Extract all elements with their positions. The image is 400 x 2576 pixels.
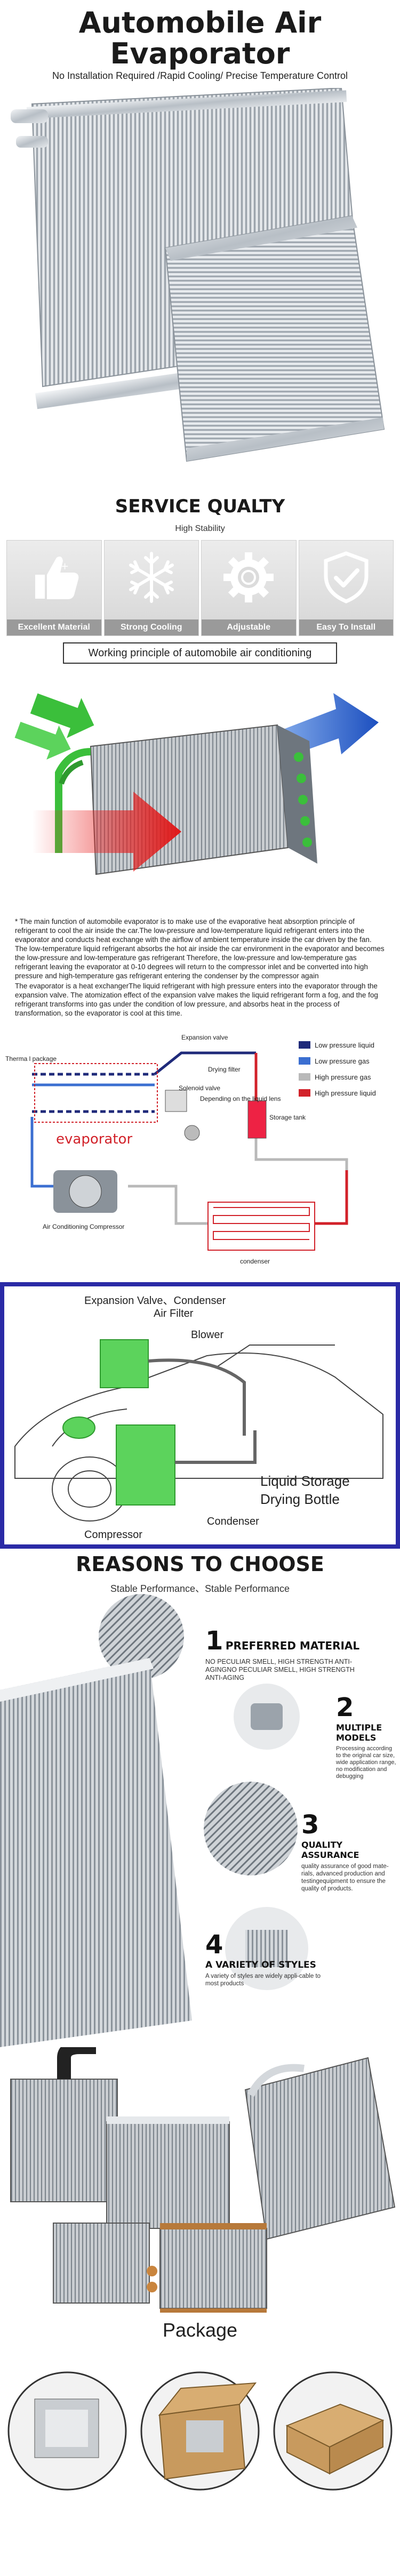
service-card-cooling: Strong Cooling <box>103 540 199 636</box>
evaporator-airflow-illustration <box>14 693 379 875</box>
package-photo-closed-box <box>273 2371 393 2491</box>
liquid-storage-label: Liquid Storage <box>260 1473 350 1489</box>
package-photo-open-box <box>140 2371 260 2491</box>
liquid-lens-label: Depending on the liquid lens <box>200 1095 281 1102</box>
service-card-install: Easy To Install <box>298 540 394 636</box>
service-card-label: Excellent Material <box>7 619 101 635</box>
storage-tank-label: Storage tank <box>269 1114 306 1121</box>
service-card-label: Easy To Install <box>299 619 393 635</box>
package-photos <box>5 2356 395 2506</box>
legend-item: High pressure gas <box>299 1069 400 1085</box>
thermal-package-label: Therma l package <box>5 1055 57 1062</box>
reason-body: NO PECULIAR SMELL, HIGH STRENGTH ANTI-AG… <box>205 1658 355 1681</box>
legend-swatch <box>299 1041 310 1049</box>
reason-heading: QUALITY ASSURANCE <box>301 1840 359 1860</box>
car-ac-layout-section: Expansion Valve、Condenser Air Filter Blo… <box>0 1282 400 1549</box>
expansion-valve-label: Expansion valve <box>181 1034 228 1041</box>
hero-title: Automobile Air Evaporator <box>0 7 400 69</box>
solenoid-valve-label: Solenoid valve <box>179 1084 220 1092</box>
pressure-legend: Low pressure liquid Low pressure gas Hig… <box>299 1037 400 1101</box>
svg-text:+: + <box>61 561 69 572</box>
legend-item: High pressure liquid <box>299 1085 400 1101</box>
legend-label: High pressure gas <box>315 1073 371 1081</box>
service-subtitle: High Stability <box>175 524 225 533</box>
gear-icon <box>223 552 274 602</box>
compressor-part-label: Compressor <box>84 1529 142 1541</box>
refrigeration-cycle-diagram: evaporator Expansion valve Drying filter… <box>5 1034 348 1265</box>
evaporator-label: evaporator <box>56 1131 132 1147</box>
hero-section: Automobile Air Evaporator No Installatio… <box>0 0 400 480</box>
service-card-label: Strong Cooling <box>104 619 198 635</box>
reasons-subtitle: Stable Performance、Stable Performance <box>110 1583 290 1594</box>
blower-label: Blower <box>191 1329 224 1341</box>
reason-item-3: 3 QUALITY ASSURANCE quality assurance of… <box>301 1810 397 1893</box>
package-photo-wrapped <box>7 2371 127 2491</box>
service-title: SERVICE QUALTY <box>115 496 285 517</box>
reason-number: 1 <box>205 1626 223 1656</box>
condenser-part-label: Condenser <box>207 1516 259 1527</box>
product-variants-image <box>10 2047 396 2313</box>
reason-heading: MULTIPLE MODELS <box>336 1722 382 1743</box>
legend-label: High pressure liquid <box>315 1089 376 1097</box>
working-principle-heading: Working principle of automobile air cond… <box>63 642 337 664</box>
reason-body: A variety of styles are widely appli-cab… <box>205 1973 321 1987</box>
service-quality-section: SERVICE QUALTY High Stability + Excellen… <box>0 482 400 664</box>
shield-check-icon <box>324 551 369 603</box>
service-card-adjustable: Adjustable <box>201 540 297 636</box>
legend-label: Low pressure liquid <box>315 1041 375 1049</box>
drying-bottle-label: Drying Bottle <box>260 1491 340 1507</box>
thumbs-up-icon: + <box>35 557 79 599</box>
condenser-label: condenser <box>240 1258 270 1265</box>
legend-label: Low pressure gas <box>315 1057 370 1065</box>
legend-swatch <box>299 1073 310 1081</box>
reason-body: quality assurance of good mate-rials, ad… <box>301 1863 389 1892</box>
principle-paragraph: * The main function of automobile evapor… <box>15 917 385 980</box>
compressor-label: Air Conditioning Compressor <box>43 1223 124 1230</box>
reason-number: 4 <box>205 1930 223 1960</box>
reason-number: 2 <box>336 1693 354 1722</box>
legend-swatch <box>299 1057 310 1065</box>
service-card-grid: + Excellent Material <box>6 540 394 636</box>
hero-subtitle: No Installation Required /Rapid Cooling/… <box>52 70 348 81</box>
reason-item-1: 1 PREFERRED MATERIAL NO PECULIAR SMELL, … <box>205 1626 365 1682</box>
working-principle-description: * The main function of automobile evapor… <box>15 917 385 1019</box>
expansion-condenser-label: Expansion Valve、Condenser <box>84 1295 226 1307</box>
car-diagram-panel: Expansion Valve、Condenser Air Filter Blo… <box>4 1286 396 1544</box>
reason-item-4: 4 A VARIETY OF STYLES A variety of style… <box>205 1930 323 1987</box>
car-outline-illustration <box>14 1339 383 1522</box>
reason-body: Processing according to the original car… <box>336 1745 396 1780</box>
evaporator-hero-image <box>11 88 385 462</box>
hero-title-line2: Evaporator <box>110 37 290 70</box>
hero-title-line1: Automobile Air <box>78 6 322 39</box>
legend-item: Low pressure liquid <box>299 1037 400 1053</box>
reason-item-2: 2 MULTIPLE MODELS Processing according t… <box>336 1693 397 1780</box>
reason-heading: A VARIETY OF STYLES <box>205 1960 316 1970</box>
air-filter-label: Air Filter <box>154 1308 194 1319</box>
package-title: Package <box>162 2319 238 2341</box>
legend-item: Low pressure gas <box>299 1053 400 1069</box>
service-card-label: Adjustable <box>202 619 296 635</box>
legend-swatch <box>299 1089 310 1097</box>
reason-number: 3 <box>301 1810 319 1840</box>
drying-filter-label: Drying filter <box>208 1066 241 1073</box>
reasons-illustration <box>0 1594 308 2047</box>
snowflake-icon <box>129 552 174 603</box>
reason-heading: PREFERRED MATERIAL <box>225 1639 360 1652</box>
service-card-material: + Excellent Material <box>6 540 102 636</box>
principle-paragraph: The evaporator is a heat exchangerThe li… <box>15 982 378 1017</box>
reasons-title: REASONS TO CHOOSE <box>76 1552 324 1576</box>
